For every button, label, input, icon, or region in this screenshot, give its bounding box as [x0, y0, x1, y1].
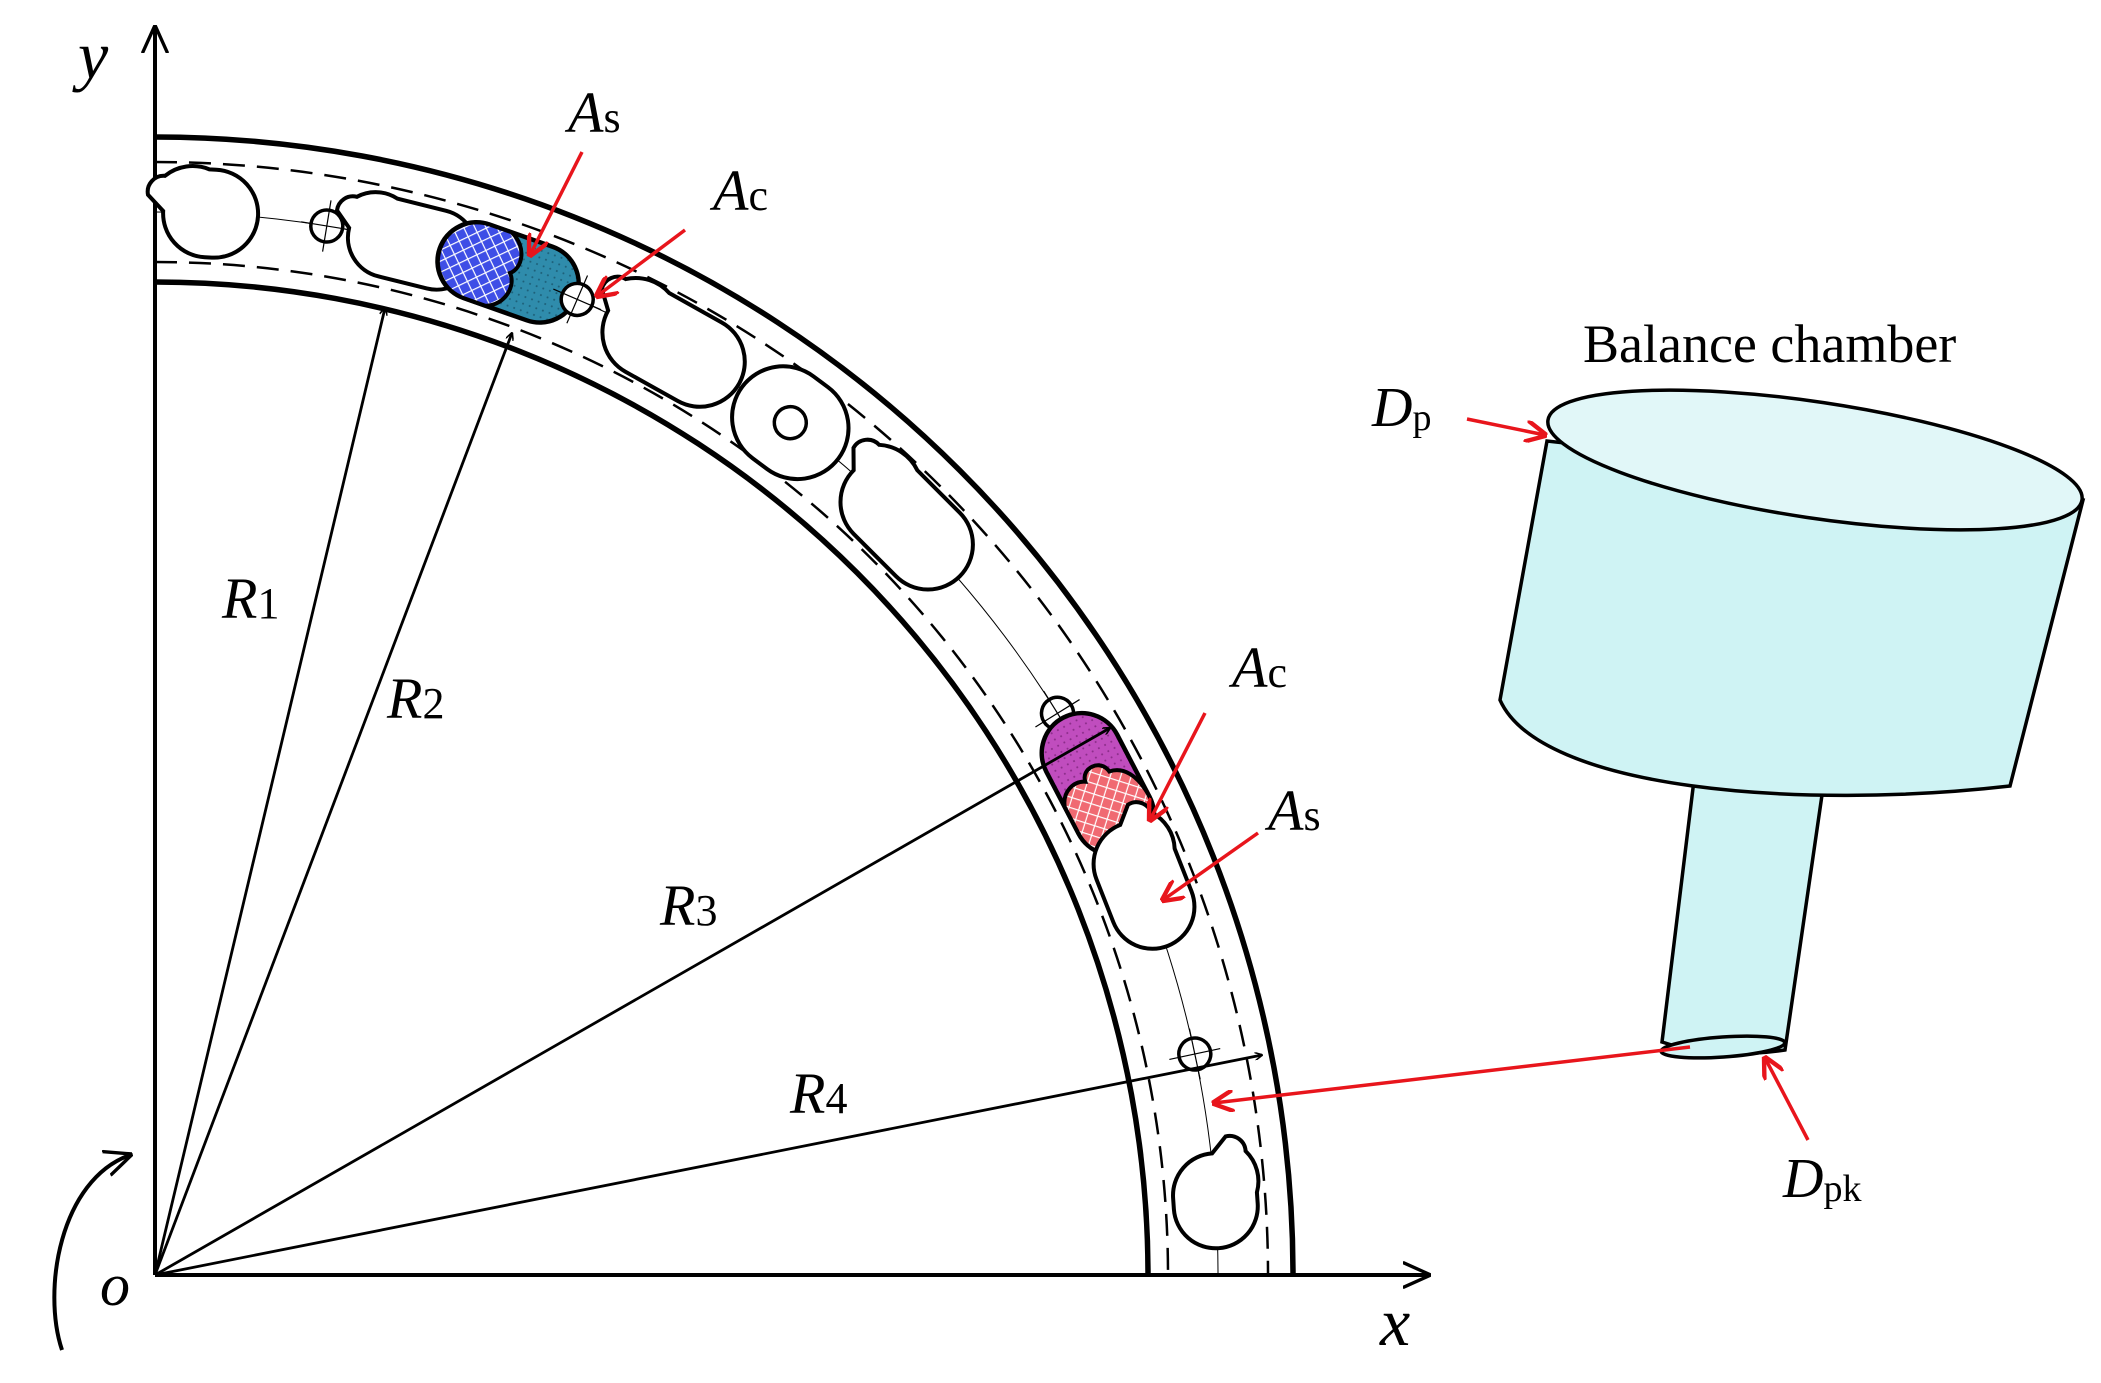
lower-ac-label: Ac: [1228, 635, 1287, 700]
rotation-arrow: [52, 1155, 130, 1351]
r2-arrow: [153, 333, 512, 1276]
chamber-top: [1546, 388, 2084, 532]
kidney-port: [1171, 1133, 1261, 1251]
upper-ac-arrow: [597, 228, 687, 296]
dpk-arrow: [1765, 1058, 1810, 1141]
radii-arrows: [153, 308, 1262, 1277]
r3-arrow: [154, 728, 1110, 1277]
r1-label: R1: [221, 566, 279, 631]
r1-arrow: [153, 308, 385, 1276]
upper-highlighted-port: [435, 220, 581, 325]
origin-label: o: [100, 1252, 130, 1318]
ring-dashed-outer: [154, 160, 1270, 1276]
r4-arrow: [154, 1055, 1262, 1277]
x-axis-label: x: [1379, 1284, 1410, 1360]
dp-label: Dp: [1371, 377, 1431, 439]
ring-inner-edge: [154, 279, 1151, 1276]
kidney-port: [145, 164, 261, 260]
y-axis-label: y: [72, 17, 109, 93]
connection-arrow: [1214, 1045, 1691, 1103]
distribution-port: [730, 364, 851, 481]
cylinder-block-ring: [153, 134, 1296, 1276]
ports-layer: [145, 164, 1261, 1251]
r4-label: R4: [789, 1061, 847, 1126]
balance-chamber-title: Balance chamber: [1583, 314, 1956, 374]
kidney-port: [838, 437, 975, 592]
pin-hole: [1169, 1028, 1221, 1080]
pin-hole: [553, 275, 602, 324]
pin-hole: [301, 200, 353, 252]
dpk-label: Dpk: [1782, 1148, 1861, 1210]
kidney-port: [599, 274, 747, 409]
lower-as-label: As: [1264, 778, 1321, 843]
lower-ac-arrow: [1150, 712, 1207, 820]
ring-outer-edge: [154, 134, 1296, 1276]
balance-chamber: [1498, 388, 2086, 1060]
ring-dashed-inner: [154, 260, 1170, 1276]
upper-as-label: As: [564, 80, 621, 145]
r2-label: R2: [386, 666, 444, 731]
annotation-arrows: [530, 151, 1810, 1141]
stem-body: [1660, 778, 1824, 1056]
labels: y x o R1 R2 R3 R4 As Ac Ac As Balance ch…: [72, 17, 1956, 1360]
r3-label: R3: [659, 873, 717, 938]
upper-ac-label: Ac: [709, 158, 768, 223]
upper-as-arrow: [530, 151, 584, 255]
lower-as-arrow: [1163, 831, 1260, 900]
dp-arrow: [1466, 417, 1545, 435]
